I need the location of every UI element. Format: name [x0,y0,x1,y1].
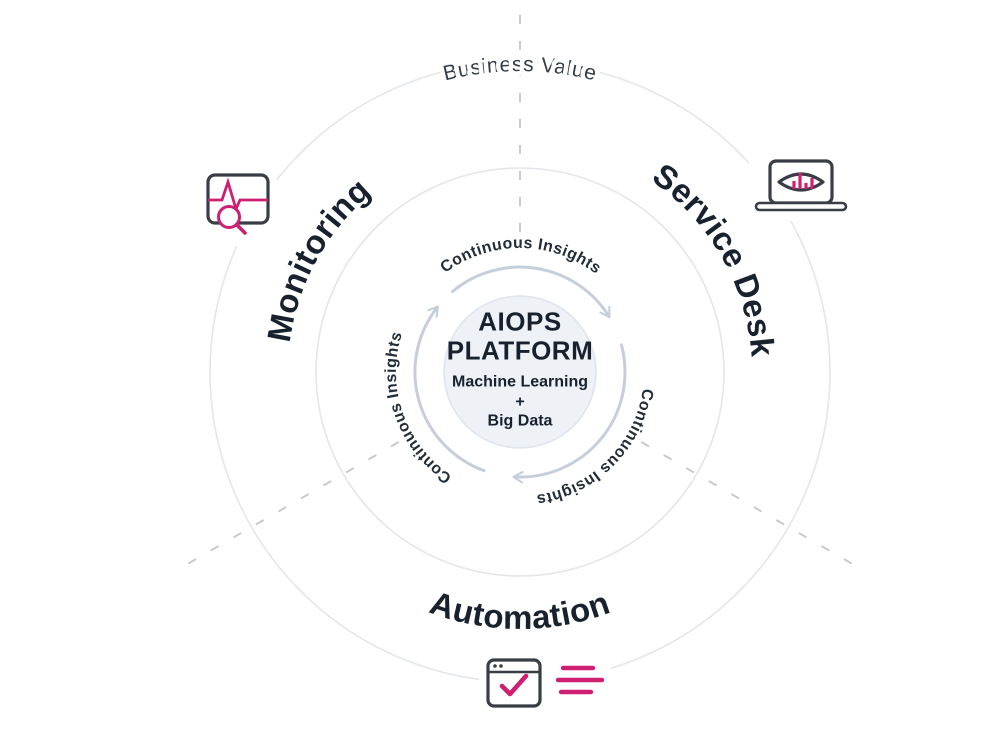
hub-title-line-2: PLATFORM [446,335,594,366]
automation-icon [479,650,611,714]
divider-lower-right [640,441,859,568]
browser-dot [499,664,503,668]
cycle-arrow-right [512,343,627,484]
browser-dot [493,664,497,668]
cycle-label-top: Continuous Insights [435,232,606,280]
cycle-arrow-left [413,305,486,473]
hub-subtitle-line-2: + [515,393,525,411]
eye-shape [777,172,825,192]
monitoring-icon [195,164,277,246]
laptop-base [754,201,848,212]
business-value-label: Business Value [436,49,603,90]
pulse-line [208,177,268,214]
middle-ring-circle [315,167,725,577]
svg-text:Automation: Automation [426,584,615,636]
magnifier-handle [234,222,247,235]
divider-lower-left [181,441,400,568]
magnifier-lens [217,205,241,229]
svg-text:Continuous Insights: Continuous Insights [438,235,605,278]
automation-label: Automation [426,584,614,636]
bar-chart-in-eye [792,173,814,189]
center-circle [443,295,597,449]
cycle-arrow-top [451,265,611,319]
svg-text:Business Value: Business Value [441,53,599,85]
monitoring-label: Monitoring [260,171,377,345]
continuous-insights-cycle-arrows [413,265,627,484]
hub-subtitle-line-1: Machine Learning [451,373,589,391]
hub-title: AIOPS PLATFORM [410,306,630,366]
speed-lines [555,665,605,695]
svg-text:Monitoring: Monitoring [260,171,377,345]
checkmark [499,673,529,697]
hub-title-line-1: AIOPS [478,306,562,337]
service-desk-icon [749,151,853,221]
hub-subtitle: Machine Learning + Big Data [410,373,630,432]
hub-subtitle-line-3: Big Data [487,412,553,430]
center-hub-text: AIOPS PLATFORM Machine Learning + Big Da… [410,306,630,432]
